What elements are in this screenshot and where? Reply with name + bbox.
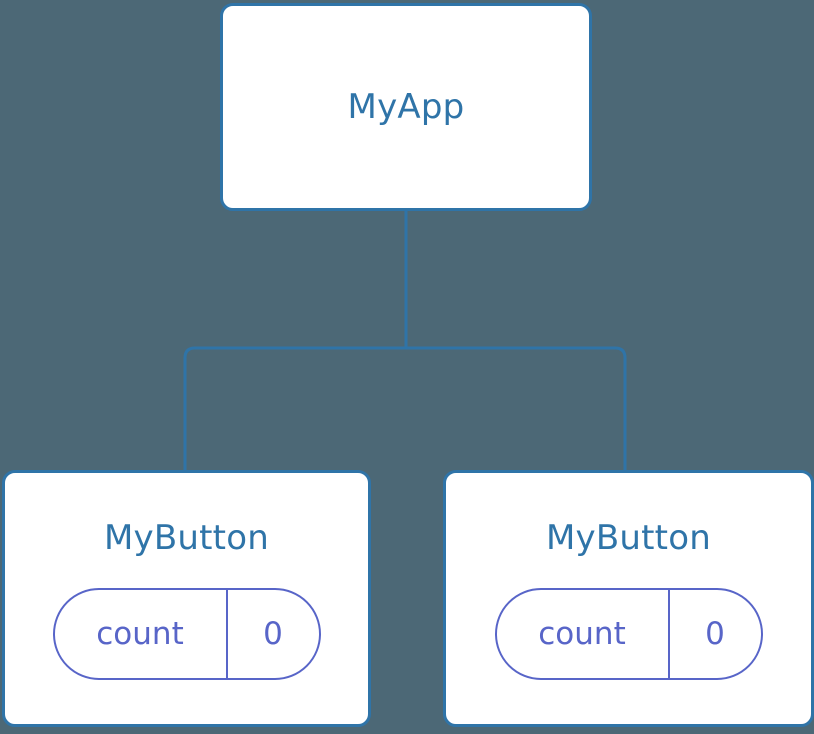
state-pill[interactable]: count 0 (52, 588, 321, 680)
edge-root-to-child-left (183, 208, 408, 472)
node-myapp[interactable]: MyApp (220, 3, 592, 211)
state-key: count (96, 615, 184, 652)
state-value: 0 (667, 590, 761, 678)
node-title: MyButton (546, 518, 711, 558)
node-title: MyApp (347, 87, 465, 127)
node-mybutton-1[interactable]: MyButton count 0 (2, 470, 371, 727)
state-pill[interactable]: count 0 (494, 588, 763, 680)
node-title: MyButton (104, 518, 269, 558)
node-mybutton-2[interactable]: MyButton count 0 (443, 470, 814, 727)
state-value: 0 (225, 590, 319, 678)
state-key: count (538, 615, 626, 652)
edge-root-to-child-right (404, 208, 627, 472)
